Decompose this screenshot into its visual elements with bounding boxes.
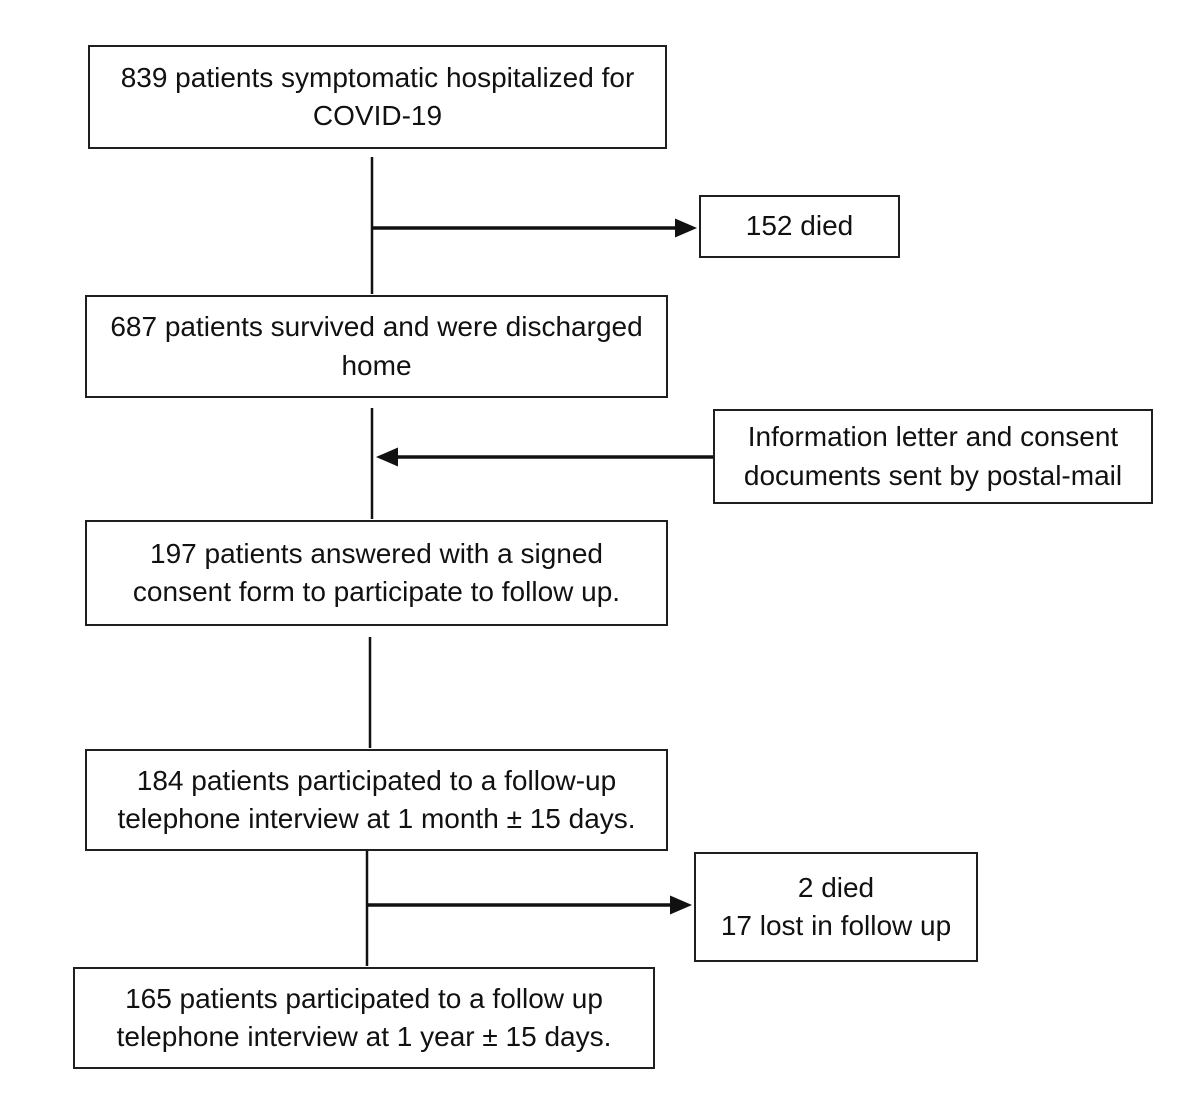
box-died: 152 died xyxy=(699,195,900,258)
arrowhead-right-attrition-icon xyxy=(670,895,692,915)
box-hospitalized: 839 patients symptomatic hospitalized fo… xyxy=(88,45,667,149)
box-followup-1year: 165 patients participated to a follow up… xyxy=(73,967,655,1069)
box-survived-discharged: 687 patients survived and were discharge… xyxy=(85,295,668,398)
box-attrition: 2 died 17 lost in follow up xyxy=(694,852,978,962)
arrowhead-right-died-icon xyxy=(675,218,697,238)
box-info-letter: Information letter and consent documents… xyxy=(713,409,1153,504)
box-consent-returned: 197 patients answered with a signed cons… xyxy=(85,520,668,626)
box-followup-1month: 184 patients participated to a follow-up… xyxy=(85,749,668,851)
arrowhead-left-info-letter-icon xyxy=(376,447,398,467)
